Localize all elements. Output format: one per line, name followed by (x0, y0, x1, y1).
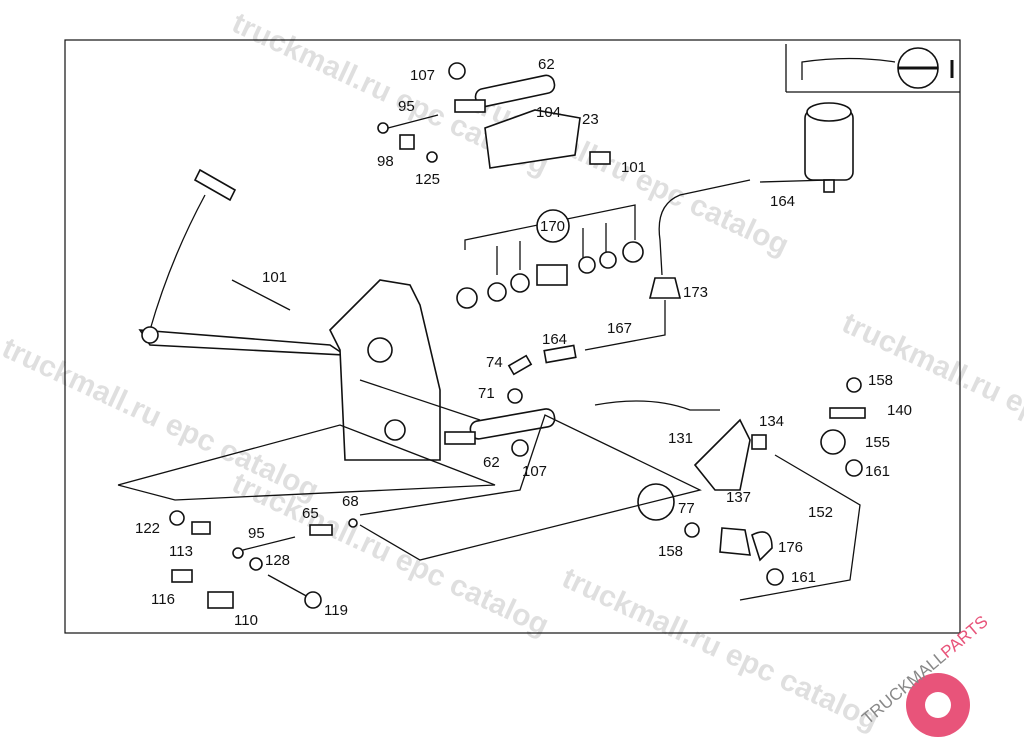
callout-176: 176 (778, 539, 803, 556)
callout-122: 122 (135, 520, 160, 537)
callout-173: 173 (683, 284, 708, 301)
callout-107: 107 (522, 463, 547, 480)
callout-62: 62 (538, 56, 555, 73)
hose-164 (759, 179, 831, 183)
hose-164b (543, 344, 577, 364)
cylinder-lower (444, 354, 866, 601)
svg-text:truckmall.ru epc catalog: truckmall.ru epc catalog (557, 561, 884, 737)
callout-161: 161 (791, 569, 816, 586)
callout-134: 134 (759, 413, 784, 430)
callout-158: 158 (658, 543, 683, 560)
fluid-reservoir (804, 102, 854, 193)
callout-161: 161 (865, 463, 890, 480)
hardware-bottom-left (169, 510, 358, 609)
svg-text:truckmall.ru epc catalog: truckmall.ru epc catalog (0, 331, 324, 507)
callout-164: 164 (770, 193, 795, 210)
callout-104: 104 (536, 104, 561, 121)
callout-113: 113 (169, 543, 193, 560)
line-167 (584, 300, 666, 351)
callout-62: 62 (483, 454, 500, 471)
callout-152: 152 (808, 504, 833, 521)
callout-158: 158 (868, 372, 893, 389)
svg-text:truckmall.ru epc catalog: truckmall.ru epc catalog (837, 306, 1024, 482)
diagram-frame (64, 39, 961, 634)
clutch-pedal-assembly (138, 168, 481, 461)
callout-98: 98 (377, 153, 394, 170)
callout-140: 140 (887, 402, 912, 419)
callout-155: 155 (865, 434, 890, 451)
group-outline-left (117, 424, 496, 501)
callout-128: 128 (265, 552, 290, 569)
callout-23: 23 (582, 111, 599, 128)
callout-95: 95 (248, 525, 265, 542)
seal-kit-170 (456, 204, 644, 309)
callout-65: 65 (302, 505, 319, 522)
callout-68: 68 (342, 493, 359, 510)
callout-167: 167 (607, 320, 632, 337)
callout-170: 170 (540, 218, 565, 235)
callout-131: 131 (668, 430, 693, 447)
callout-95: 95 (398, 98, 415, 115)
callout-137: 137 (726, 489, 751, 506)
steering-wheel-symbol (785, 44, 960, 93)
callout-74: 74 (486, 354, 503, 371)
grommet-173 (648, 277, 682, 299)
callout-125: 125 (415, 171, 440, 188)
group-outline-right (359, 414, 702, 561)
line-pipe (658, 179, 751, 276)
truckmallparts-logo: TRUCKMALLPARTS (858, 612, 992, 737)
master-cylinder-top (377, 62, 611, 169)
callout-labels: 107 62 95 104 23 98 125 101 164 170 101 … (135, 56, 912, 629)
callout-107: 107 (410, 67, 435, 84)
callout-101: 101 (262, 269, 287, 286)
callout-119: 119 (324, 602, 348, 619)
callout-110: 110 (234, 612, 258, 629)
callout-101: 101 (621, 159, 646, 176)
callout-116: 116 (151, 591, 175, 608)
callout-77: 77 (678, 500, 695, 517)
callout-164: 164 (542, 331, 567, 348)
callout-71: 71 (478, 385, 495, 402)
